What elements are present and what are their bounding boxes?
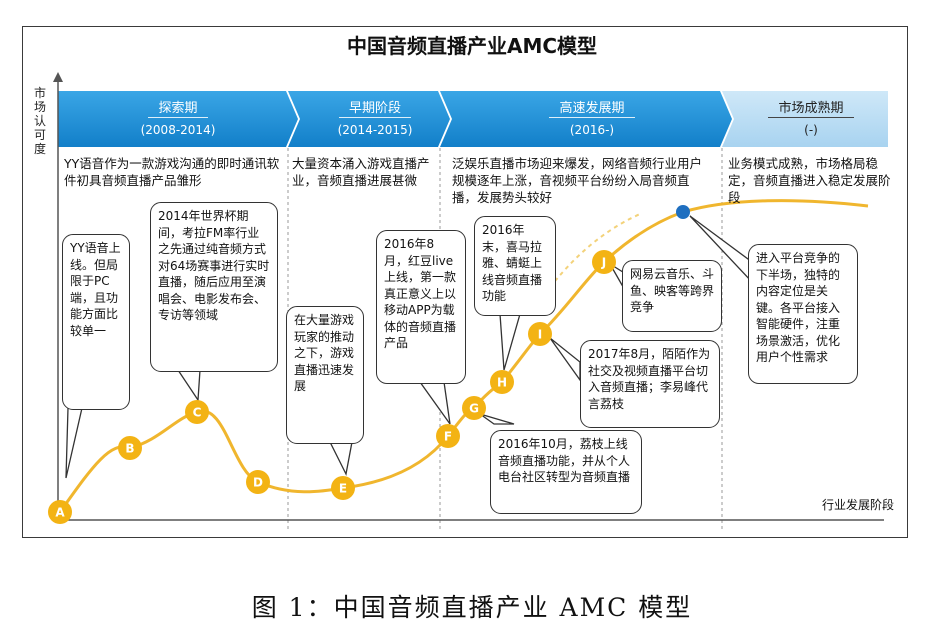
callout-tail-g: [479, 413, 515, 425]
stage-growth: 高速发展期 (2016-): [452, 91, 732, 147]
stage-period: (-): [804, 122, 818, 137]
curve-marker-g: [462, 396, 486, 420]
callout-tail-a: [65, 407, 83, 479]
curve-marker-label-f: F: [444, 430, 452, 444]
stage-description-early: 大量资本涌入游戏直播产业，音频直播进展甚微: [292, 156, 430, 188]
stage-banner-exploration: [58, 91, 298, 147]
curve-marker-i: [528, 322, 552, 346]
stage-banner-early: [288, 91, 450, 147]
y-axis-label: 市场认可度: [34, 86, 47, 156]
figure-caption: 图 1：中国音频直播产业 AMC 模型: [251, 593, 693, 622]
stage-banner-growth: [440, 91, 732, 147]
curve-markers: A B C D E F G H I J: [48, 250, 616, 524]
callout-c: 2014年世界杯期间，考拉FM率行业之先通过纯音频方式对64场赛事进行实时直播，…: [150, 202, 278, 372]
curve-marker-label-b: B: [125, 442, 134, 456]
callout-g: 2016年10月，荔枝上线音频直播功能，并从个人电台社区转型为音频直播: [490, 430, 642, 514]
curve-marker-label-c: C: [193, 406, 202, 420]
curve-marker-c: [185, 400, 209, 424]
callout-h: 2016年末，喜马拉雅、蜻蜓上线音频直播功能: [474, 216, 556, 316]
callout-f: 2016年8月，红豆live上线，第一款真正意义上以移动APP为载体的音频直播产…: [376, 230, 466, 384]
stage-period: (2016-): [569, 122, 615, 137]
curve-marker-label-i: I: [538, 328, 542, 342]
y-axis-arrow: [53, 72, 63, 82]
curve-marker-label-g: G: [469, 402, 479, 416]
stage-description-mature: 业务模式成熟，市场格局稳定，音频直播进入稳定发展阶段: [728, 156, 891, 205]
callout-tail-i: [549, 337, 581, 383]
stage-period: (2008-2014): [140, 122, 216, 137]
stage-name: 市场成熟期: [768, 100, 854, 118]
curve-marker-d: [246, 470, 270, 494]
callout-tail-e: [328, 441, 353, 477]
stage-name: 早期阶段: [338, 100, 411, 118]
stage-name: 探索期: [148, 100, 208, 118]
mature-point-dot: [676, 205, 690, 219]
callout-mature: 进入平台竞争的下半场，独特的内容定位是关键。各平台接入智能硬件，注重场景激活，优…: [748, 244, 858, 384]
callout-tail-c: [176, 369, 201, 402]
callout-j: 网易云音乐、斗鱼、映客等跨界竞争: [622, 260, 722, 332]
callout-i: 2017年8月，陌陌作为社交及视频直播平台切入音频直播；李易峰代言荔枝: [580, 340, 720, 428]
callout-tail-f: [418, 381, 451, 425]
stage-exploration: 探索期 (2008-2014): [58, 91, 298, 147]
curve-marker-label-h: H: [497, 376, 507, 390]
stage-early: 早期阶段 (2014-2015): [300, 91, 450, 147]
callout-a: YY语音上线。但局限于PC端，且功能方面比较单一: [62, 234, 130, 410]
curve-marker-b: [118, 436, 142, 460]
stage-mature: 市场成熟期 (-): [734, 91, 888, 147]
stage-description-exploration: YY语音作为一款游戏沟通的即时通讯软件初具音频直播产品雏形: [64, 156, 280, 188]
stage-description-growth: 泛娱乐直播市场迎来爆发，网络音频行业用户规模逐年上涨，音视频平台纷纷入局音频直播…: [452, 156, 703, 205]
x-axis-label: 行业发展阶段: [822, 498, 895, 512]
curve-marker-j: [592, 250, 616, 274]
curve-marker-label-j: J: [601, 256, 606, 270]
curve-marker-label-a: A: [55, 506, 65, 520]
diagram-title: 中国音频直播产业AMC模型: [346, 34, 598, 58]
curve-marker-label-e: E: [339, 482, 347, 496]
callout-e: 在大量游戏玩家的推动之下，游戏直播迅速发展: [286, 306, 364, 444]
stage-banner-mature: [722, 91, 888, 147]
curve-marker-h: [490, 370, 514, 394]
curve-marker-label-d: D: [253, 476, 263, 490]
curve-marker-a: [48, 500, 72, 524]
curve-marker-f: [436, 424, 460, 448]
stage-name: 高速发展期: [549, 100, 635, 118]
stage-period: (2014-2015): [337, 122, 413, 137]
curve-marker-e: [331, 476, 355, 500]
